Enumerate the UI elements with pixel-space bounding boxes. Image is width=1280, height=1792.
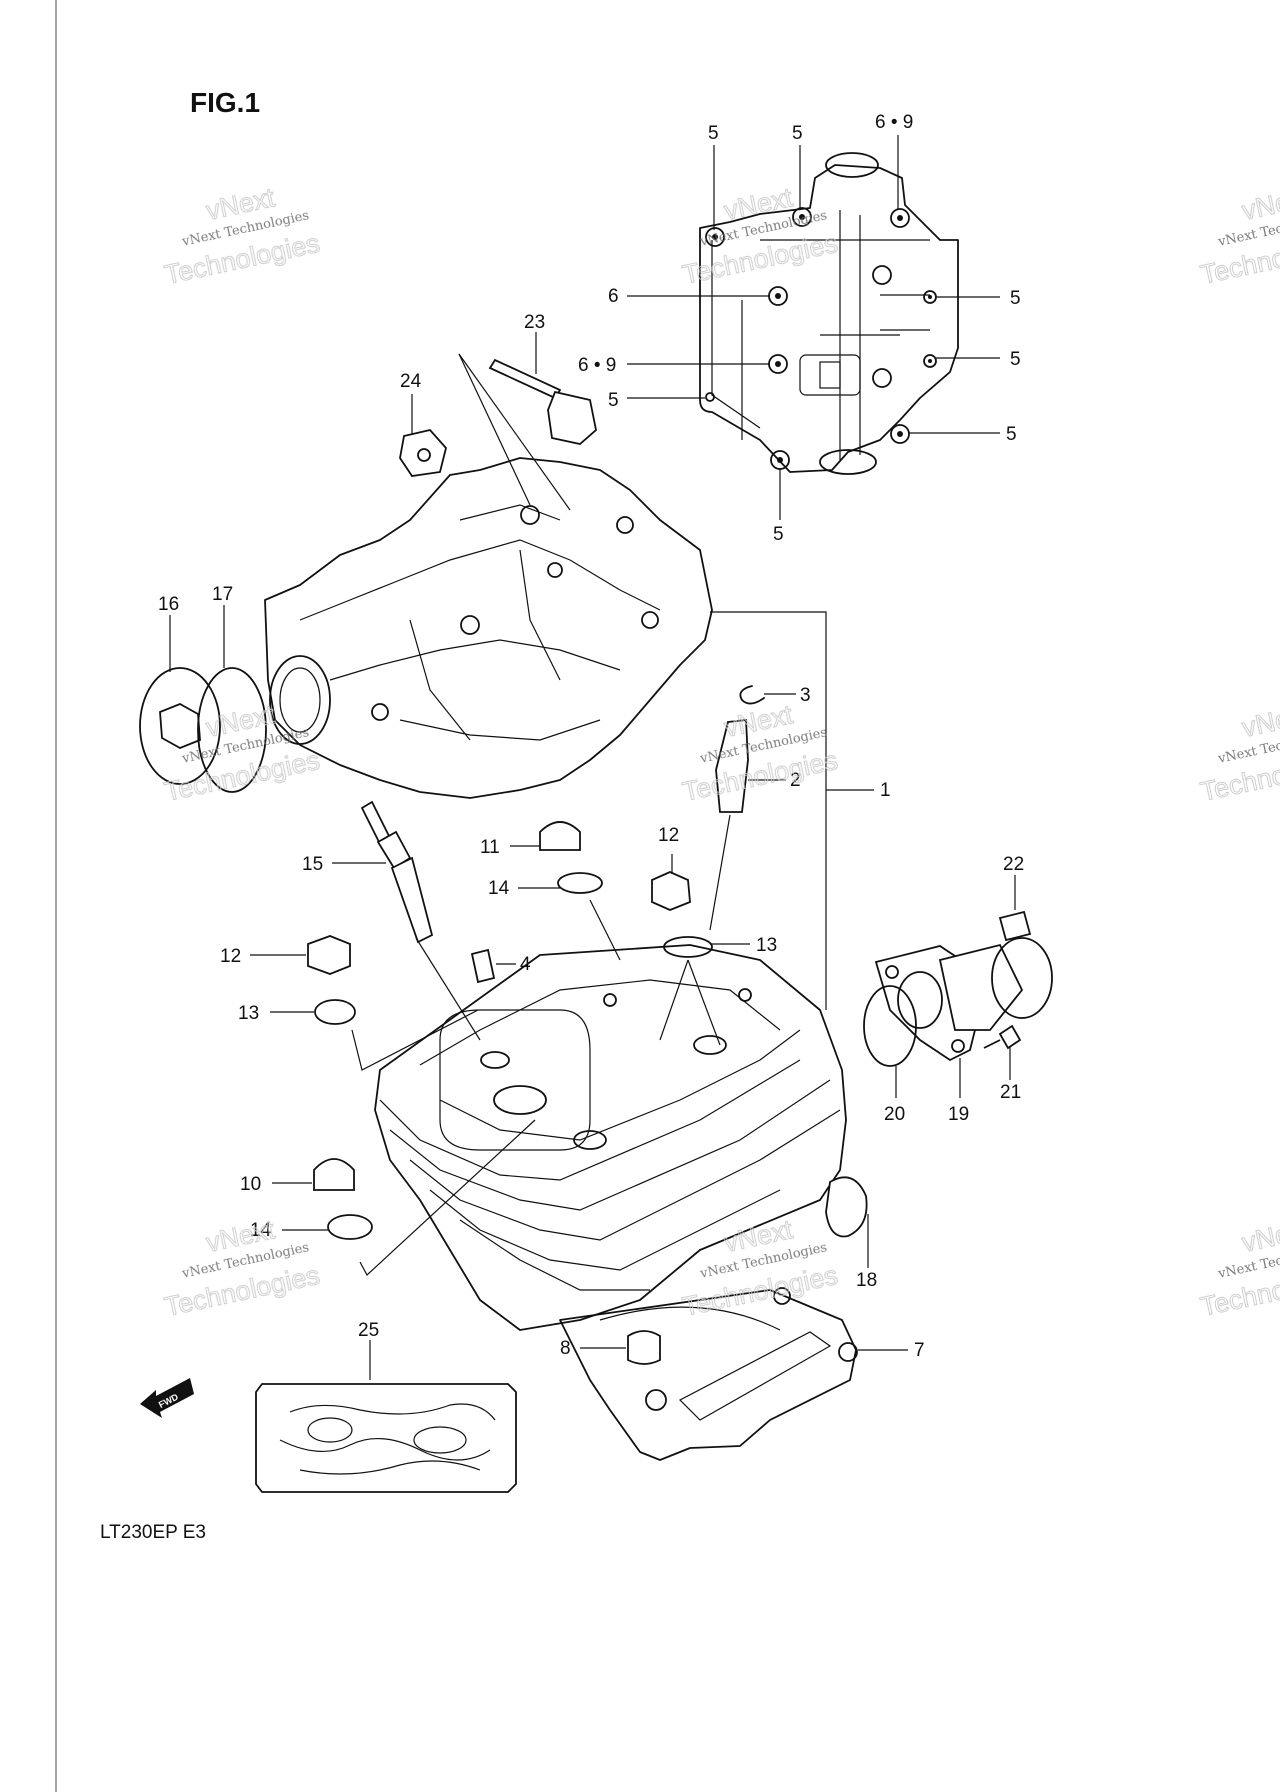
callout-21: 21 <box>1000 1082 1021 1103</box>
ref-line-guide <box>709 814 731 931</box>
callout-24: 24 <box>400 371 422 392</box>
callout-11: 11 <box>480 837 500 858</box>
callout-22: 22 <box>1003 854 1024 875</box>
leader-23 <box>458 353 571 511</box>
callout-10: 10 <box>240 1174 261 1195</box>
bracket-1 <box>710 611 874 1010</box>
callout-5: 5 <box>1010 349 1021 370</box>
cylinder-head <box>374 944 847 1331</box>
washer-13-left <box>314 999 356 1025</box>
cap-nut-11 <box>539 821 581 851</box>
inset-leaders <box>627 135 1000 520</box>
callout-6-9: 6 • 9 <box>578 355 616 376</box>
washer-14 <box>557 872 603 894</box>
bolt-21 <box>983 1024 1022 1050</box>
plug-18 <box>825 1176 868 1238</box>
callout-6-9: 6 • 9 <box>875 112 913 133</box>
figure-title: FIG.1 <box>190 87 260 118</box>
washer-14-left <box>327 1214 373 1240</box>
watermark-text: vNext <box>1239 182 1280 226</box>
leader-23b <box>458 353 531 506</box>
fwd-arrow-icon: FWD <box>140 1378 194 1418</box>
callout-13: 13 <box>238 1003 259 1024</box>
dowel-4 <box>470 948 496 984</box>
watermark-group: vNext vNext Technologies Technologies vN… <box>161 182 1280 1323</box>
callout-5: 5 <box>792 123 803 144</box>
gasket-7 <box>559 1287 858 1461</box>
callout-5: 5 <box>1010 288 1021 309</box>
callout-12: 12 <box>658 825 679 846</box>
callout-1: 1 <box>880 780 891 801</box>
clamp-22 <box>991 910 1053 1019</box>
bolt-pattern-inset <box>699 152 959 475</box>
dowel-8 <box>627 1330 661 1365</box>
callout-7: 7 <box>914 1340 925 1361</box>
callout-20: 20 <box>884 1104 905 1125</box>
oring-17 <box>197 667 267 793</box>
callout-5: 5 <box>773 524 784 545</box>
cylinder-head-cover <box>264 457 713 799</box>
model-code: LT230EP E3 <box>100 1522 206 1543</box>
callout-15: 15 <box>302 854 323 875</box>
nut-24 <box>399 429 447 477</box>
ref-lines-head <box>351 899 721 1276</box>
nut-12 <box>651 871 691 911</box>
cap-nut-10 <box>313 1158 355 1191</box>
callout-19: 19 <box>948 1104 969 1125</box>
watermark-text: vNext <box>1239 699 1280 743</box>
watermark-text: vNext <box>1239 1214 1280 1258</box>
callout-5: 5 <box>1006 424 1017 445</box>
callout-13: 13 <box>756 935 777 956</box>
spark-plug-15 <box>360 800 434 944</box>
callout-12: 12 <box>220 946 241 967</box>
callout-5: 5 <box>608 390 619 411</box>
callout-14: 14 <box>488 878 510 899</box>
ref-line-plug <box>415 937 481 1041</box>
intake-pipe-19 <box>874 943 1024 1062</box>
callout-5: 5 <box>708 123 719 144</box>
oring-20 <box>863 985 917 1067</box>
valve-guide-2 <box>715 718 749 813</box>
callout-2: 2 <box>790 770 801 791</box>
callout-8: 8 <box>560 1338 571 1359</box>
callout-3: 3 <box>800 685 811 706</box>
callout-18: 18 <box>856 1270 877 1291</box>
bolt-23 <box>488 358 597 445</box>
gasket-set-25 <box>255 1383 517 1493</box>
callout-14: 14 <box>250 1220 272 1241</box>
callout-25: 25 <box>358 1320 379 1341</box>
callout-17: 17 <box>212 584 233 605</box>
circlip-3 <box>739 685 765 705</box>
nut-12-left <box>307 935 351 975</box>
callout-16: 16 <box>158 594 179 615</box>
callout-23: 23 <box>524 312 545 333</box>
callout-6: 6 <box>608 286 619 307</box>
